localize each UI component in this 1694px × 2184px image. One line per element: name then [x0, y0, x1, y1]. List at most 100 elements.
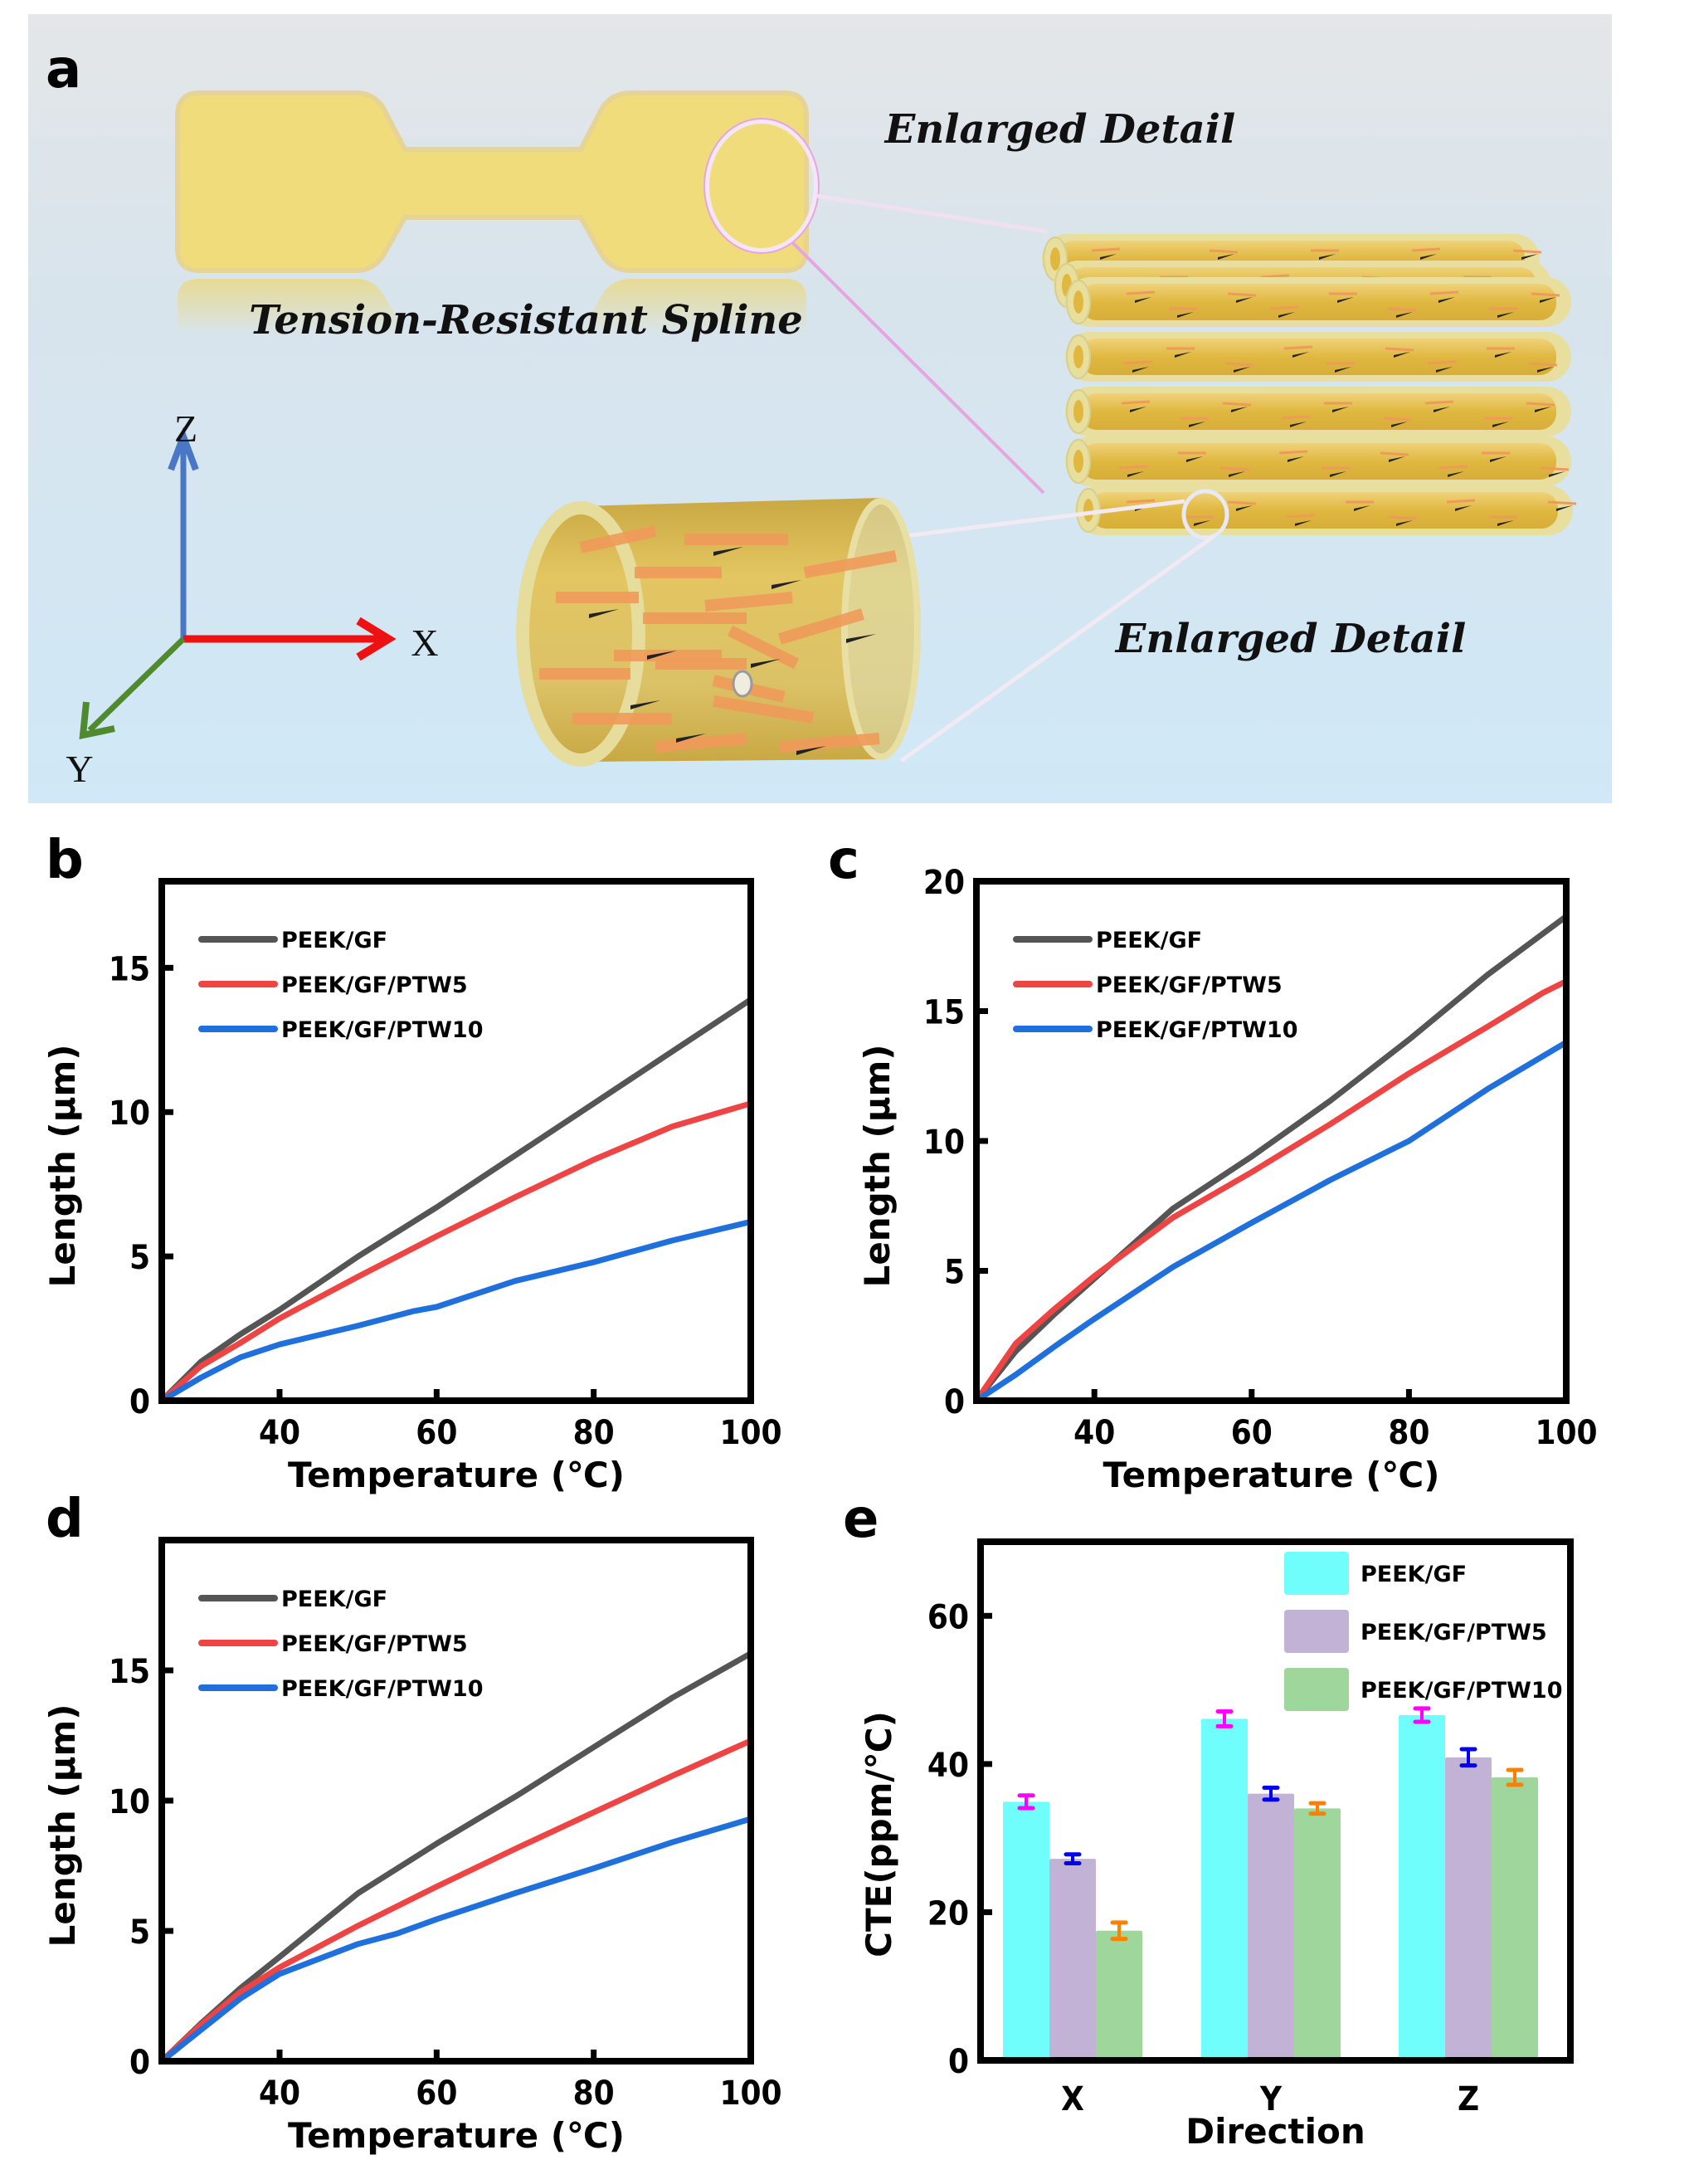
- x-tick-label: 40: [259, 2074, 300, 2113]
- series-line-peek-gf: [973, 913, 1570, 1404]
- error-bar: [1413, 1706, 1431, 1724]
- whisker: [1260, 274, 1290, 279]
- rod-core: [1080, 339, 1556, 375]
- glass-fiber-icon: [1497, 312, 1514, 318]
- category-label: X: [1061, 2080, 1084, 2118]
- glass-fiber-icon: [1234, 367, 1250, 373]
- magnifier-circle-spline-rim: [703, 118, 820, 254]
- glass-fiber-icon: [1448, 471, 1464, 477]
- legend-label: PEEK/GF: [281, 928, 387, 953]
- connector-line: [815, 193, 1048, 234]
- glass-fiber-icon: [1127, 471, 1144, 477]
- glass-fiber-icon: [1438, 297, 1455, 303]
- y-tick-label: 5: [129, 1913, 150, 1952]
- x-tick-label: 60: [1231, 1414, 1273, 1452]
- glass-fiber-icon: [1288, 456, 1304, 462]
- glass-fiber-icon: [1337, 297, 1354, 303]
- legend-label: PEEK/GF/PTW10: [281, 1676, 484, 1702]
- y-axis-title: Length (μm): [857, 1045, 898, 1288]
- glass-fiber-icon: [1396, 312, 1413, 318]
- whisker: [1283, 345, 1313, 350]
- error-bar: [1064, 1852, 1082, 1865]
- x-axis-label: X: [411, 622, 438, 664]
- whisker-group: [539, 525, 898, 755]
- glass-fiber-icon: [589, 609, 619, 618]
- whisker: [1126, 499, 1156, 504]
- bar-z-peek-gf-ptw5: [1445, 1757, 1492, 2060]
- error-bar: [1017, 1793, 1035, 1811]
- glass-fiber-icon: [846, 634, 876, 643]
- whisker: [1424, 400, 1454, 405]
- fiber-rod: [1065, 277, 1571, 327]
- glass-fiber-icon: [1521, 254, 1538, 260]
- y-tick-label: 0: [129, 1383, 150, 1421]
- rod-end-hole: [1083, 499, 1093, 522]
- glass-fiber-icon: [1537, 367, 1554, 373]
- whisker: [777, 608, 865, 645]
- spline-reflection-right: [579, 279, 806, 335]
- series-line-peek-gf-ptw10: [158, 1816, 754, 2065]
- glass-fiber-icon: [630, 700, 660, 709]
- glass-fiber-icon: [1231, 407, 1248, 412]
- y-tick-label: 40: [927, 1747, 969, 1785]
- tension-resistant-spline: [175, 90, 820, 335]
- legend-label: PEEK/GF/PTW5: [1361, 1620, 1547, 1645]
- whisker: [1091, 247, 1121, 252]
- rod-core: [1090, 492, 1558, 529]
- legend-label: PEEK/GF: [281, 1587, 387, 1612]
- bar-x-peek-gf-ptw5: [1049, 1859, 1096, 2060]
- bar-x-peek-gf-ptw10: [1096, 1930, 1142, 2060]
- whisker: [779, 733, 880, 753]
- y-tick-label: 0: [129, 2044, 150, 2082]
- pore-icon: [732, 670, 753, 698]
- whisker: [1385, 347, 1414, 352]
- legend-label: PEEK/GF/PTW5: [1096, 973, 1283, 998]
- panel-label-b: b: [46, 830, 84, 891]
- rod-end-hole: [1073, 450, 1083, 473]
- x-tick-label: 60: [416, 1414, 457, 1452]
- error-bar: [1110, 1920, 1128, 1942]
- glass-fiber-icon: [1236, 505, 1253, 511]
- whisker: [1429, 290, 1459, 295]
- whisker: [1118, 465, 1148, 470]
- glass-fiber-icon: [1396, 520, 1413, 526]
- series-line-peek-gf-ptw5: [158, 1738, 754, 2065]
- glass-fiber-icon: [1335, 367, 1351, 373]
- glass-fiber-icon: [1495, 352, 1511, 358]
- legend-swatch: [1284, 1552, 1349, 1595]
- legend-label: PEEK/GF/PTW10: [1361, 1678, 1563, 1704]
- glass-fiber-icon: [1236, 297, 1253, 303]
- plot-frame: [977, 1538, 1574, 2064]
- series-line-peek-gf-ptw10: [973, 1039, 1570, 1404]
- series-line-peek-gf: [158, 1650, 754, 2065]
- x-tick-label: 100: [719, 1414, 781, 1452]
- glass-fiber-icon: [1186, 456, 1203, 462]
- glass-fiber-icon: [1394, 352, 1410, 358]
- error-bar: [1262, 1785, 1280, 1802]
- y-tick-label: 20: [923, 864, 965, 902]
- x-axis-title: Temperature (℃): [288, 2115, 625, 2156]
- rod-core: [1080, 443, 1556, 480]
- x-axis-arrowhead-icon: [356, 617, 397, 661]
- glass-fiber-icon: [1229, 471, 1245, 477]
- panel-label-d: d: [46, 1489, 84, 1550]
- glass-fiber-icon: [1218, 254, 1234, 260]
- y-tick-label: 5: [129, 1239, 150, 1277]
- plot-frame: [158, 878, 754, 1404]
- detail-caption-bottom: Enlarged Detail: [1114, 616, 1466, 662]
- y-tick-label: 0: [944, 1383, 965, 1421]
- y-tick-label: 5: [944, 1254, 965, 1292]
- legend-label: PEEK/GF: [1361, 1562, 1467, 1587]
- rod-core: [1080, 393, 1556, 430]
- whisker: [1121, 400, 1151, 405]
- y-tick-label: 10: [109, 1094, 150, 1133]
- glass-fiber-icon: [1389, 456, 1405, 462]
- whisker: [655, 733, 747, 753]
- rod-end-hole: [1073, 400, 1083, 423]
- y-tick-label: 10: [923, 1124, 965, 1162]
- glass-fiber-icon: [1177, 312, 1194, 318]
- glass-fiber-icon: [1292, 352, 1309, 358]
- glass-fiber-icon: [1556, 505, 1573, 511]
- glass-fiber-icon: [1290, 422, 1307, 427]
- x-tick-label: 100: [1535, 1414, 1597, 1452]
